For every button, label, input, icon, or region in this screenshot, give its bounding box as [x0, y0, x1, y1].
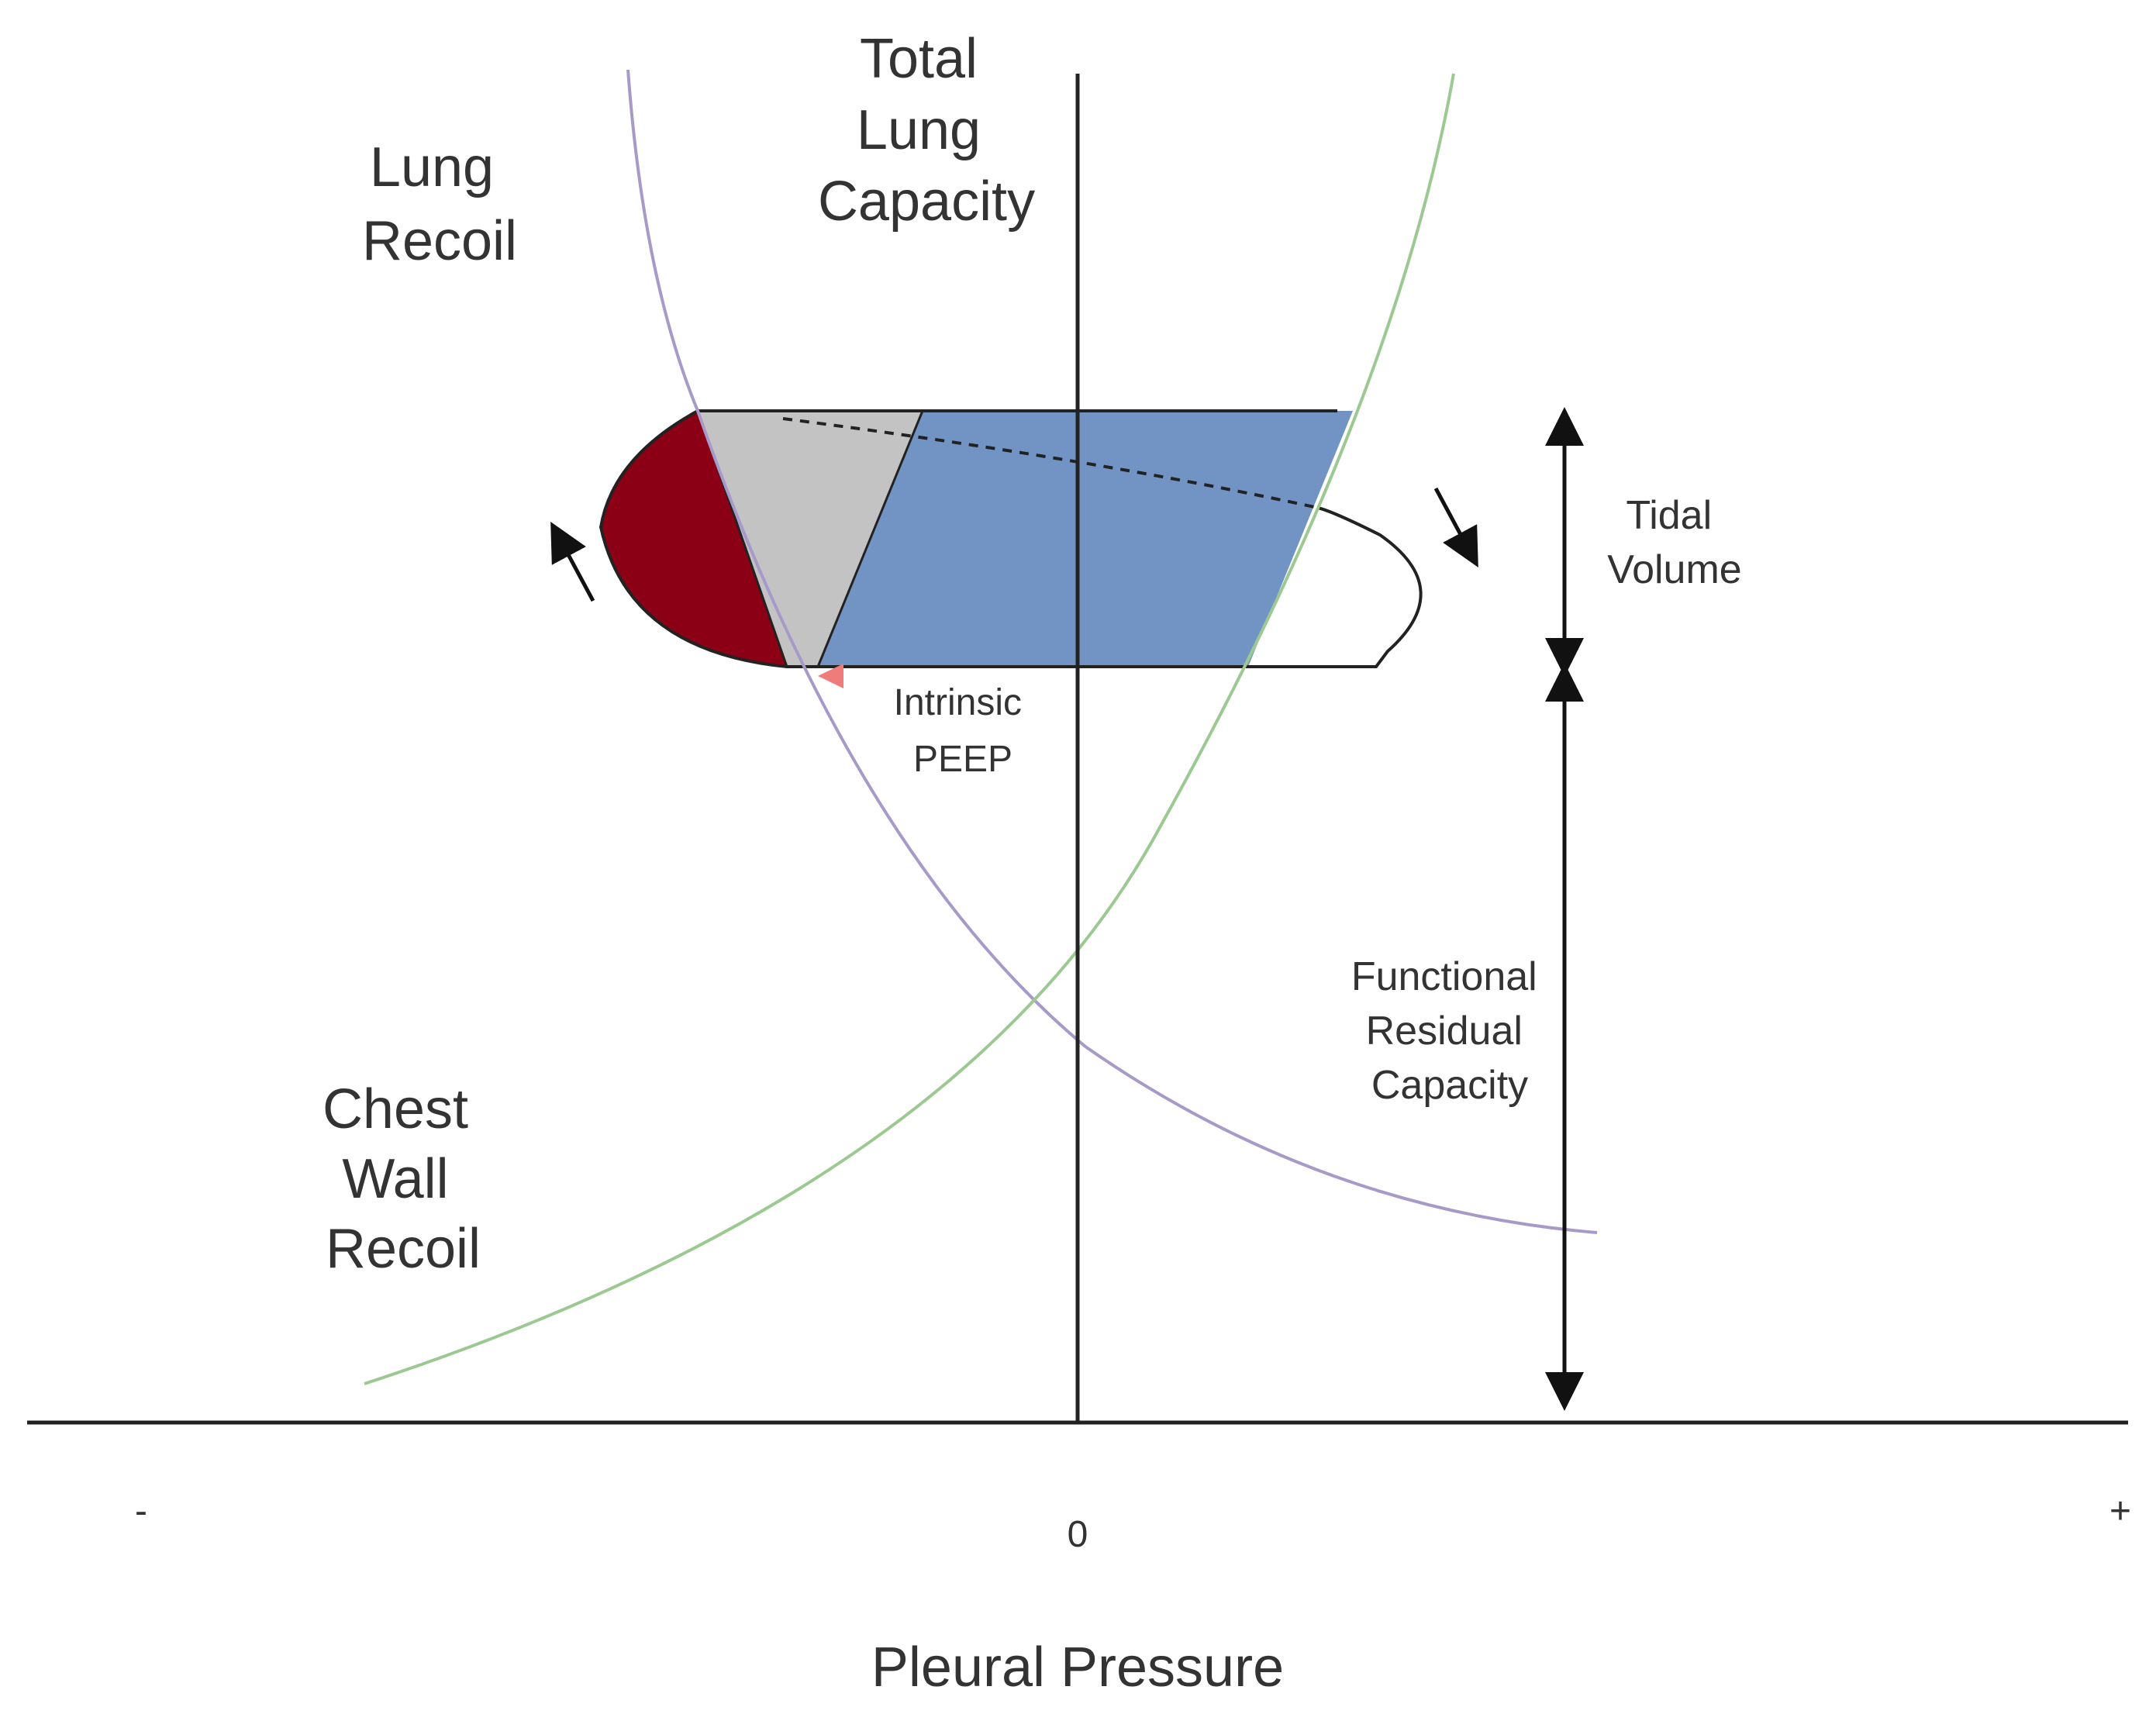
- intrinsic-peep-label: Intrinsic PEEP: [894, 682, 1033, 780]
- expiration-arrow: [1433, 487, 1478, 568]
- lung-recoil-label: Lung Recoil: [362, 136, 517, 272]
- axis-title: Pleural Pressure: [871, 1637, 1284, 1699]
- chest-wall-recoil-curve: [364, 73, 1455, 1385]
- blue-region: [818, 411, 1353, 667]
- axis-zero-label: 0: [1068, 1514, 1088, 1555]
- axis-plus-label: +: [2109, 1491, 2131, 1532]
- gray-region: [698, 411, 923, 667]
- lung-recoil-curve: [626, 69, 1598, 1234]
- red-region: [601, 411, 787, 667]
- pv-loop-outline: [599, 409, 1423, 668]
- chest-wall-recoil-label: Chest Wall Recoil: [323, 1078, 484, 1280]
- functional-residual-capacity-label: Functional Residual Capacity: [1351, 954, 1548, 1108]
- inspiration-arrow: [550, 521, 595, 602]
- tidal-volume-label: Tidal Volume: [1607, 493, 1741, 592]
- axis-minus-label: -: [135, 1491, 147, 1532]
- intrinsic-peep-arrow: [818, 664, 843, 688]
- total-lung-capacity-label: Total Lung Capacity: [818, 28, 1035, 233]
